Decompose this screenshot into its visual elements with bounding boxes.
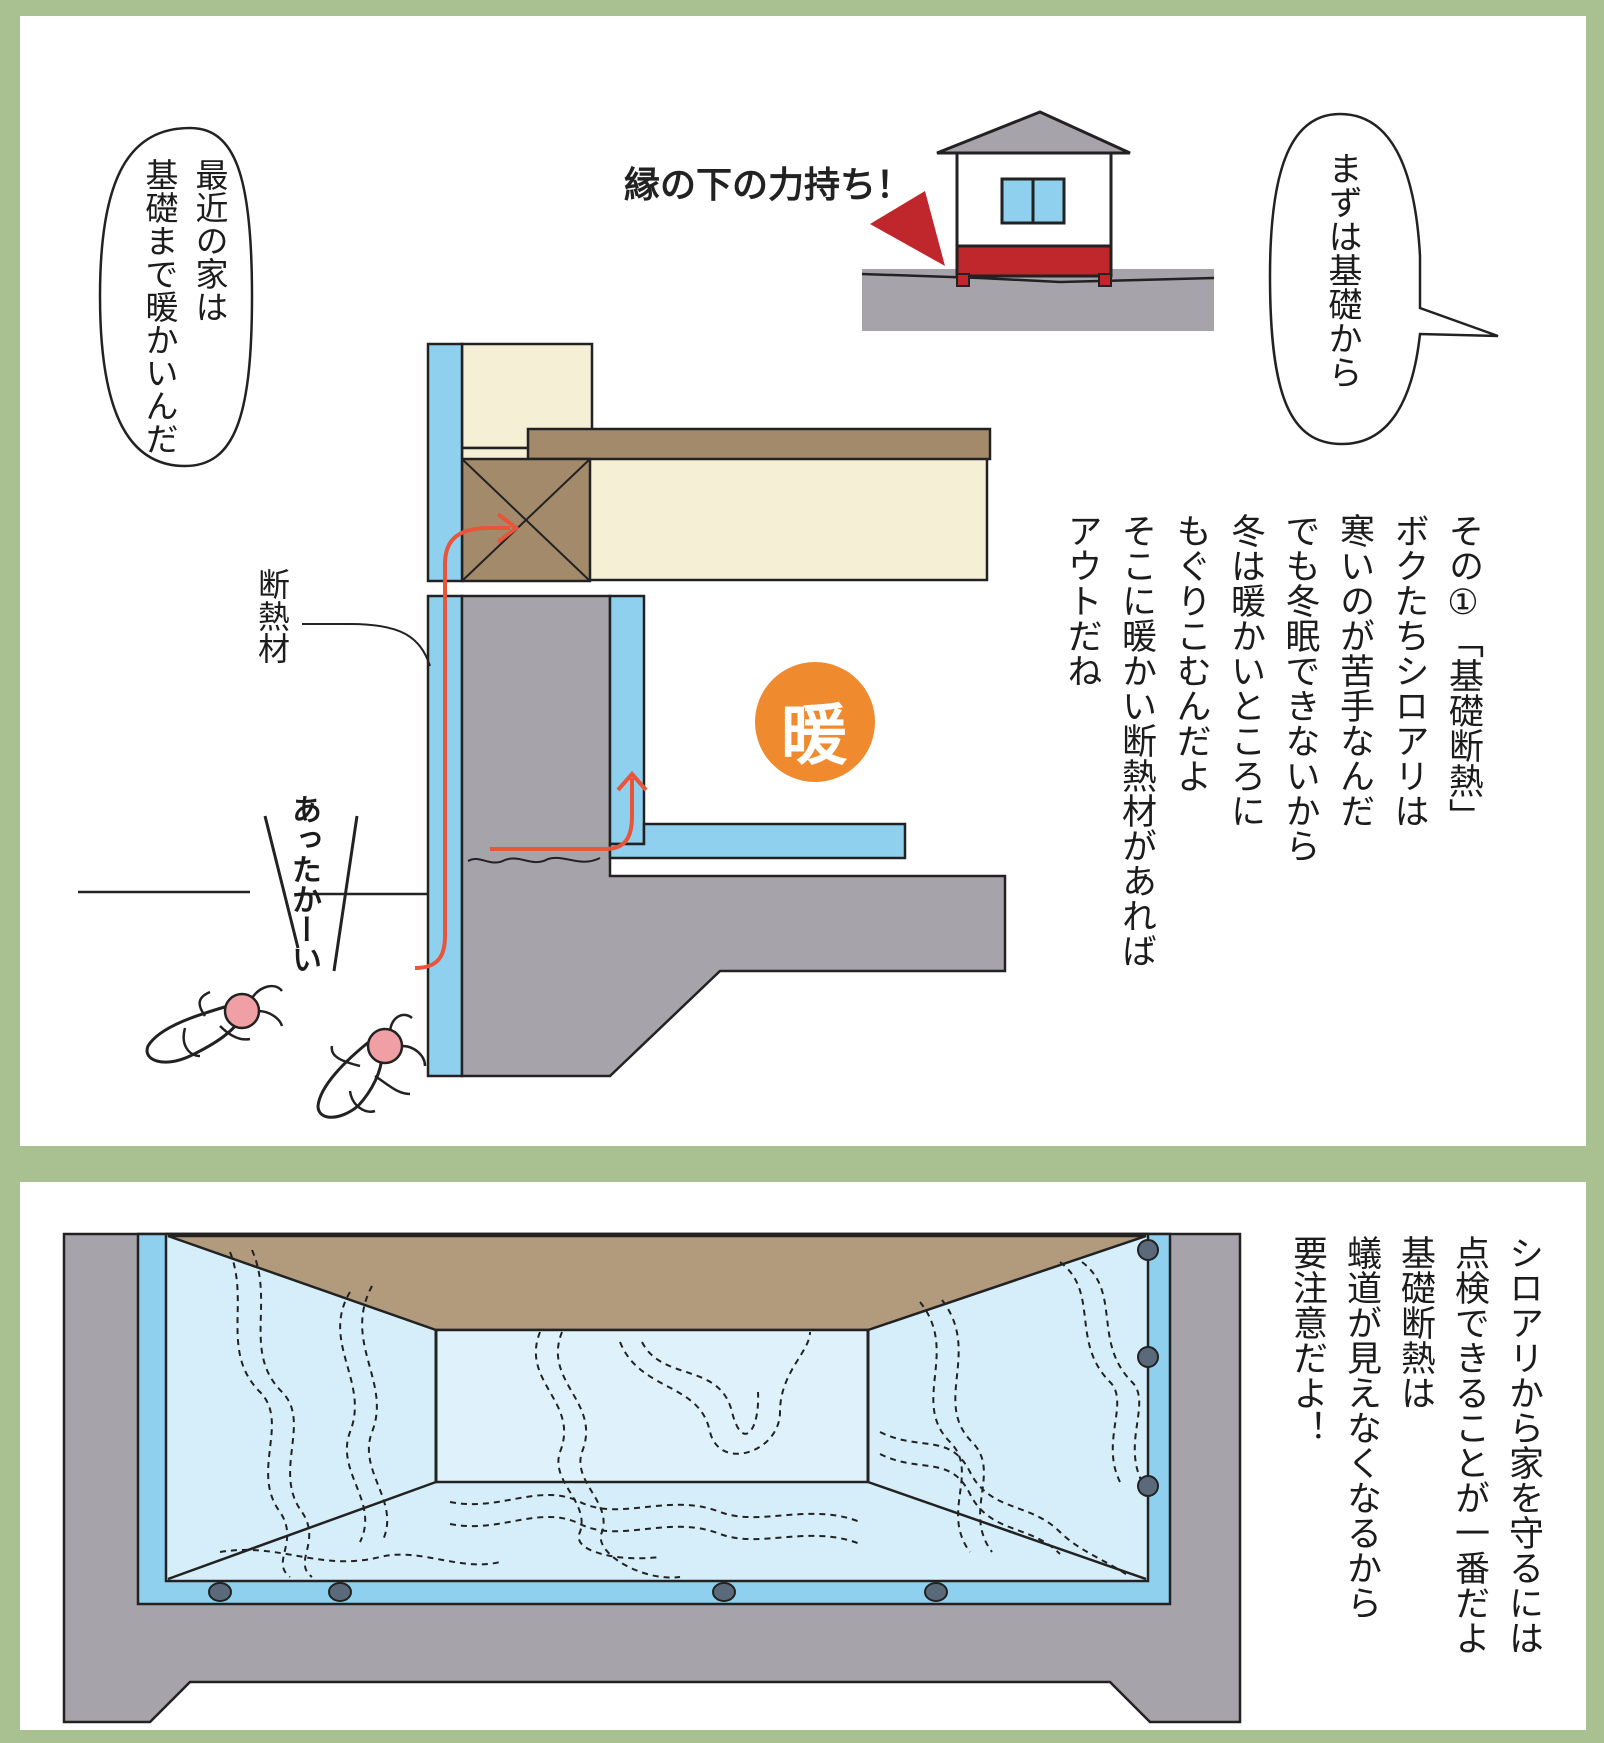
top-panel: 最近の家は 基礎まで暖かいんだ まずは基礎から 縁の下の力持ち！ 断熱材 暖 あ…: [20, 16, 1586, 1146]
termite-icon: [145, 984, 284, 1064]
insulation-label: 断熱材: [253, 568, 291, 664]
warm-exclamation: あったかーい: [286, 794, 321, 974]
insulation-slab: [608, 822, 907, 860]
insulation-inner: [608, 594, 646, 846]
house-caption: 縁の下の力持ち！: [624, 165, 913, 206]
pointer-triangle-icon: [870, 191, 945, 266]
left-speech-bubble: [98, 126, 254, 468]
termite-path-arrow-inner: [490, 778, 634, 851]
right-speech-bubble: [1268, 112, 1499, 446]
bolt-icon: [208, 1582, 232, 1602]
anchor-bolts: [208, 1239, 1159, 1602]
insulation-upper: [426, 342, 464, 583]
main-text: その①「基礎断熱」 ボクたちシロアリは 寒いのが苦手なんだ でも冬眠できないから…: [1061, 513, 1484, 968]
bolt-icon: [1137, 1346, 1159, 1368]
right-bubble-text: まずは基礎から: [1322, 151, 1362, 389]
ground-line: [78, 890, 427, 896]
bottom-panel: シロアリから家を守るには 点検できることが一番だよ 基礎断熱は 蟻道が見えなくな…: [20, 1182, 1586, 1730]
bolt-icon: [1137, 1239, 1159, 1261]
foundation-cross-section-diagram: [78, 110, 1499, 1119]
bolt-icon: [1137, 1475, 1159, 1497]
bolt-icon: [924, 1582, 948, 1602]
house-icon: [861, 110, 1215, 331]
bolt-icon: [712, 1582, 736, 1602]
warm-badge-circle: [755, 662, 875, 782]
left-bubble-text: 最近の家は 基礎まで暖かいんだ: [140, 158, 229, 455]
termite-icon: [316, 1013, 427, 1119]
floor-board: [526, 427, 992, 461]
warm-badge: 暖: [781, 697, 847, 774]
foundation-interior-diagram: [62, 1232, 1242, 1724]
termite-path-arrow-outer: [414, 526, 510, 970]
termite-tunnels: [219, 1249, 1143, 1579]
bottom-text: シロアリから家を守るには 点検できることが一番だよ 基礎断熱は 蟻道が見えなくな…: [1287, 1235, 1543, 1655]
bolt-icon: [328, 1582, 352, 1602]
